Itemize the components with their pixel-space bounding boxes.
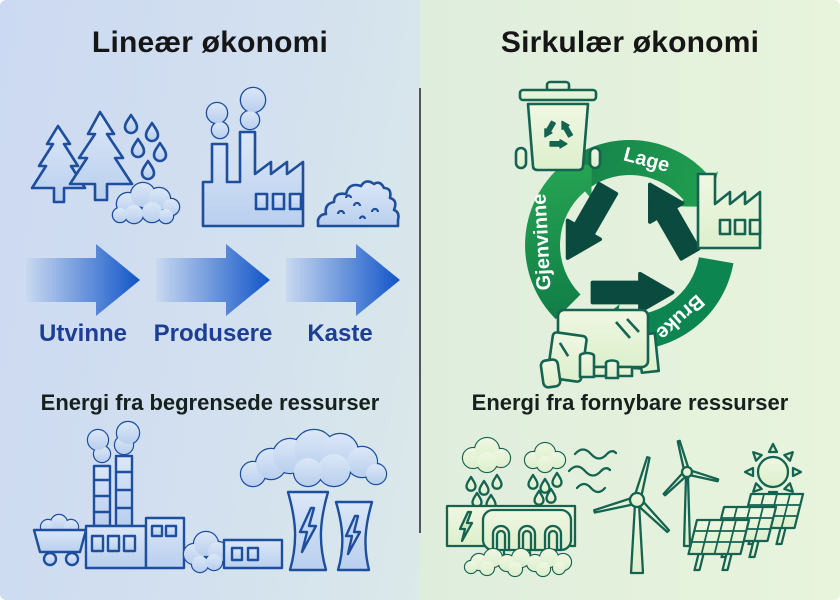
rain-clouds-icon <box>461 436 567 510</box>
step-label-kaste: Kaste <box>307 320 373 347</box>
solar-panels-icon <box>687 492 805 572</box>
circular-cycle-diagram: Lage Bruke Gjenvinne <box>514 80 762 389</box>
linear-economy-title: Lineær økonomi <box>91 26 329 59</box>
trees-raindrops-rocks-icon <box>30 110 181 225</box>
sun-icon <box>743 442 803 502</box>
low-building-icon <box>222 538 284 570</box>
wind-icon <box>567 448 618 494</box>
factory-icon <box>696 172 762 250</box>
cycle-arrow-lage <box>569 139 719 207</box>
cycle-arrow-gjenvinne <box>525 156 592 320</box>
flow-arrow-icon <box>286 244 400 316</box>
divider <box>419 88 421 533</box>
step-label-produsere: Produsere <box>153 320 273 347</box>
step-label-utvinne: Utvinne <box>38 320 128 347</box>
linear-step-icons <box>30 86 400 228</box>
circular-economy-title: Sirkulær økonomi <box>500 26 760 59</box>
smoke-clouds-icon <box>239 428 388 488</box>
flow-arrow-icon <box>26 244 140 316</box>
linear-flow-arrows <box>26 244 400 316</box>
linear-energy-heading: Energi fra begrensede ressurser <box>40 390 380 415</box>
waste-bin-icon <box>514 80 602 172</box>
limited-energy-illustration <box>32 420 388 574</box>
waste-pile-icon <box>316 180 400 228</box>
coal-cart-icon <box>32 513 88 567</box>
wind-turbines-icon <box>592 439 720 575</box>
coal-pile-icon <box>182 530 230 574</box>
coal-power-plant-icon <box>84 420 186 570</box>
hydro-dam-icon <box>445 504 577 578</box>
factory-smoke-icon <box>201 86 305 228</box>
electronics-icon <box>539 308 661 389</box>
circular-energy-heading: Energi fra fornybare ressurser <box>471 390 789 415</box>
cycle-label-gjenvinne: Gjenvinne <box>528 193 555 291</box>
renewable-energy-illustration <box>445 436 805 578</box>
nuclear-cooling-towers-icon <box>286 490 374 572</box>
flow-arrow-icon <box>156 244 270 316</box>
